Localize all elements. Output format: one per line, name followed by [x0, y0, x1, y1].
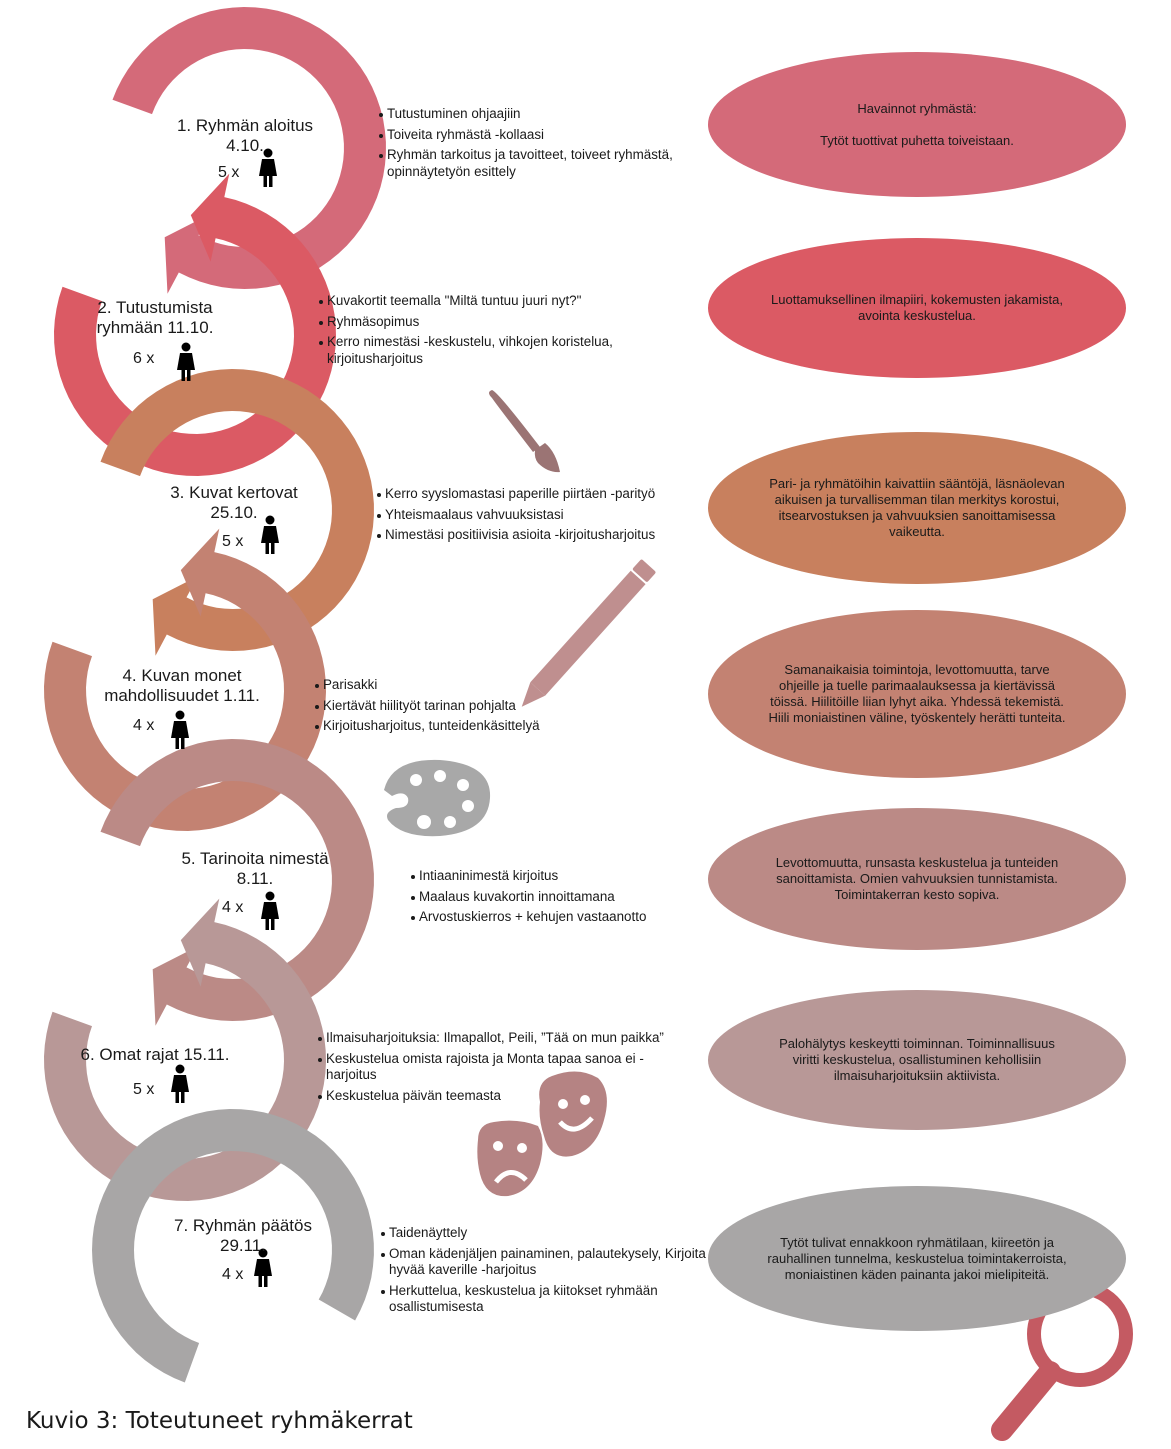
cycle-arrow-2 — [54, 173, 336, 476]
cycle-arrow-6 — [44, 898, 326, 1201]
cycle-arrows — [44, 7, 386, 1383]
observation-text: Tytöt tulivat ennakkoon ryhmätilaan, kii… — [767, 1234, 1067, 1282]
activity-item: Kerro syyslomastasi paperille piirtäen -… — [376, 486, 706, 503]
activity-item: Kirjoitusharjoitus, tunteidenkäsittelyä — [314, 718, 614, 735]
palette-icon — [384, 759, 491, 837]
activity-item: Maalaus kuvakortin innoittamana — [410, 889, 690, 906]
activity-item: Kerro nimestäsi -keskustelu, vihkojen ko… — [318, 334, 658, 367]
observation-ellipse: Levottomuutta, runsasta keskustelua ja t… — [708, 808, 1126, 950]
observation-text: Luottamuksellinen ilmapiiri, kokemusten … — [771, 292, 1063, 323]
session-title: 5. Tarinoita nimestä 8.11. — [181, 849, 329, 888]
activity-item: Arvostuskierros + kehujen vastaanotto — [410, 909, 690, 926]
activity-item: Keskustelua omista rajoista ja Monta tap… — [317, 1051, 672, 1084]
cycle-arrow-7 — [92, 1109, 374, 1383]
observation-ellipse: Havainnot ryhmästä: Tytöt tuottivat puhe… — [708, 52, 1126, 197]
session-title: 7. Ryhmän päätös 29.11. — [174, 1216, 312, 1255]
participant-count: 4 x — [222, 899, 244, 916]
activity-item: Intiaaninimestä kirjoitus — [410, 868, 690, 885]
session-title: 4. Kuvan monet mahdollisuudet 1.11. — [104, 666, 260, 705]
participant-count: 5 x — [218, 164, 240, 181]
activity-item: Kuvakortit teemalla "Miltä tuntuu juuri … — [318, 293, 658, 310]
participant-count: 5 x — [222, 533, 244, 550]
activity-item: Oman kädenjäljen painaminen, palautekyse… — [380, 1246, 720, 1279]
figure-caption: Kuvio 3: Toteutuneet ryhmäkerrat — [26, 1408, 413, 1434]
activity-list: Kerro syyslomastasi paperille piirtäen -… — [376, 486, 706, 548]
observation-text: Samanaikaisia toimintoja, levottomuutta,… — [768, 662, 1066, 725]
person-icon — [171, 1064, 189, 1103]
session-title: 2. Tutustumista ryhmään 11.10. — [96, 298, 214, 337]
cycle-arrow-3 — [100, 369, 374, 656]
participant-icons — [171, 148, 279, 1287]
session-title: 3. Kuvat kertovat 25.10. — [170, 483, 298, 522]
participant-count: 4 x — [133, 717, 155, 734]
person-icon — [171, 710, 189, 749]
participant-count: 4 x — [222, 1266, 244, 1283]
observation-text: Havainnot ryhmästä: Tytöt tuottivat puhe… — [820, 100, 1014, 148]
session-title: 1. Ryhmän aloitus 4.10. — [176, 116, 314, 155]
activity-item: Kiertävät hiilityöt tarinan pohjalta — [314, 698, 614, 715]
activity-list: Ilmaisuharjoituksia: Ilmapallot, Peili, … — [317, 1030, 672, 1108]
participant-count: 5 x — [133, 1081, 155, 1098]
activity-item: Nimestäsi positiivisia asioita -kirjoitu… — [376, 527, 706, 544]
observation-ellipse: Pari- ja ryhmätöihin kaivattiin sääntöjä… — [708, 432, 1126, 584]
activity-item: Ryhmäsopimus — [318, 314, 658, 331]
observation-text: Palohälytys keskeytti toiminnan. Toiminn… — [779, 1036, 1055, 1083]
person-icon — [261, 515, 279, 554]
observation-text: Levottomuutta, runsasta keskustelua ja t… — [775, 855, 1059, 902]
person-icon — [254, 1248, 272, 1287]
observation-ellipse: Samanaikaisia toimintoja, levottomuutta,… — [708, 610, 1126, 778]
activity-item: Ilmaisuharjoituksia: Ilmapallot, Peili, … — [317, 1030, 672, 1047]
activity-item: Taidenäyttely — [380, 1225, 720, 1242]
activity-item: Parisakki — [314, 677, 614, 694]
observation-text: Pari- ja ryhmätöihin kaivattiin sääntöjä… — [769, 476, 1065, 539]
activity-item: Ryhmän tarkoitus ja tavoitteet, toiveet … — [378, 147, 678, 180]
observation-ellipse: Palohälytys keskeytti toiminnan. Toiminn… — [708, 990, 1126, 1130]
observation-ellipse: Luottamuksellinen ilmapiiri, kokemusten … — [708, 238, 1126, 378]
activity-item: Toiveita ryhmästä -kollaasi — [378, 127, 678, 144]
person-icon — [259, 148, 277, 187]
theater-masks-icon — [477, 1071, 607, 1197]
participant-count: 6 x — [133, 350, 155, 367]
pencil-icon — [521, 559, 656, 707]
activity-item: Keskustelua päivän teemasta — [317, 1088, 672, 1105]
observation-ellipse: Tytöt tulivat ennakkoon ryhmätilaan, kii… — [708, 1186, 1126, 1331]
activity-list: Kuvakortit teemalla "Miltä tuntuu juuri … — [318, 293, 658, 371]
session-title: 6. Omat rajat 15.11. — [80, 1045, 230, 1064]
cycle-arrow-4 — [44, 528, 326, 831]
activity-item: Herkuttelua, keskustelua ja kiitokset ry… — [380, 1283, 720, 1316]
person-icon — [261, 891, 279, 930]
cycle-arrow-1 — [112, 7, 386, 294]
person-icon — [177, 342, 195, 381]
paintbrush-icon — [489, 390, 560, 473]
activity-item: Tutustuminen ohjaajiin — [378, 106, 678, 123]
activity-item: Yhteismaalaus vahvuuksistasi — [376, 507, 706, 524]
cycle-arrow-5 — [100, 739, 374, 1026]
